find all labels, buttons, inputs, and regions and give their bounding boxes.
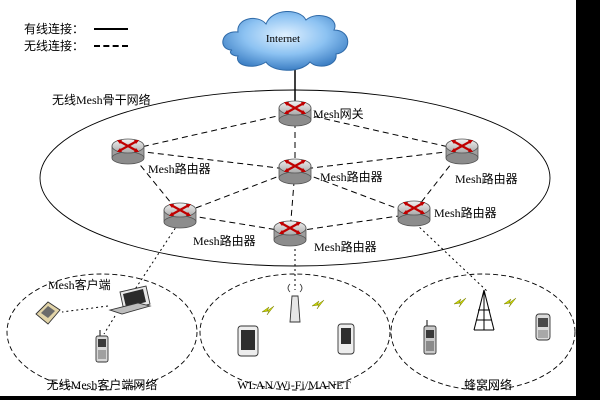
lightning-icon xyxy=(311,299,325,310)
cell-tower-icon xyxy=(473,289,495,331)
gateway-label: Mesh网关 xyxy=(313,107,364,121)
legend-wireless-label: 无线连接： xyxy=(24,38,85,53)
gateway-router-icon xyxy=(277,99,313,128)
client-label: Mesh客户端 xyxy=(48,277,111,292)
router-icon xyxy=(272,219,308,248)
router-label: Mesh路由器 xyxy=(434,205,497,220)
solid-line-swatch xyxy=(94,27,128,30)
cloud-label: Internet xyxy=(266,33,300,45)
router-label: Mesh路由器 xyxy=(148,161,211,176)
wlan-network-label: WLAN/Wi-Fi/MANET xyxy=(237,378,351,392)
router-label: Mesh路由器 xyxy=(320,169,383,184)
legend: 有线连接： 无线连接： xyxy=(24,20,128,54)
legend-wireless: 无线连接： xyxy=(24,37,128,54)
router-icon xyxy=(444,137,480,166)
pda-icon xyxy=(237,325,259,357)
backbone-label: 无线Mesh骨干网络 xyxy=(52,92,151,107)
right-black-bar xyxy=(576,0,600,400)
legend-wired: 有线连接： xyxy=(24,20,128,37)
cloud-icon xyxy=(222,11,349,71)
client-network-label: 无线Mesh客户端网络 xyxy=(47,377,158,392)
laptop-icon xyxy=(108,285,152,315)
cellular-network-ellipse xyxy=(390,273,576,391)
bottom-black-bar xyxy=(0,396,600,400)
wireless-access-links xyxy=(61,223,489,335)
network-diagram: Internet 无线Mesh骨干网络 Mesh网关 Mesh路由器 Mesh路… xyxy=(6,11,576,392)
antenna-icon xyxy=(287,283,303,323)
router-icon xyxy=(277,157,313,186)
phone-icon xyxy=(423,320,437,355)
router-label: Mesh路由器 xyxy=(455,171,518,186)
lightning-icon xyxy=(261,305,275,316)
router-label: Mesh路由器 xyxy=(193,233,256,248)
cellular-network-label: 蜂窝网络 xyxy=(464,377,512,392)
router-icon xyxy=(396,199,432,228)
lightning-icon xyxy=(503,297,517,308)
router-label: Mesh路由器 xyxy=(314,239,377,254)
pda-icon xyxy=(35,301,61,325)
router-icon xyxy=(110,137,146,166)
dashed-line-swatch xyxy=(94,44,128,47)
wlan-network-ellipse xyxy=(199,273,391,391)
router-icon xyxy=(162,201,198,230)
phone-icon xyxy=(95,330,109,363)
phone-icon xyxy=(337,323,355,355)
lightning-icon xyxy=(453,297,467,308)
phone-icon xyxy=(535,313,551,341)
client-network-ellipse xyxy=(6,273,198,391)
legend-wired-label: 有线连接： xyxy=(24,21,85,36)
